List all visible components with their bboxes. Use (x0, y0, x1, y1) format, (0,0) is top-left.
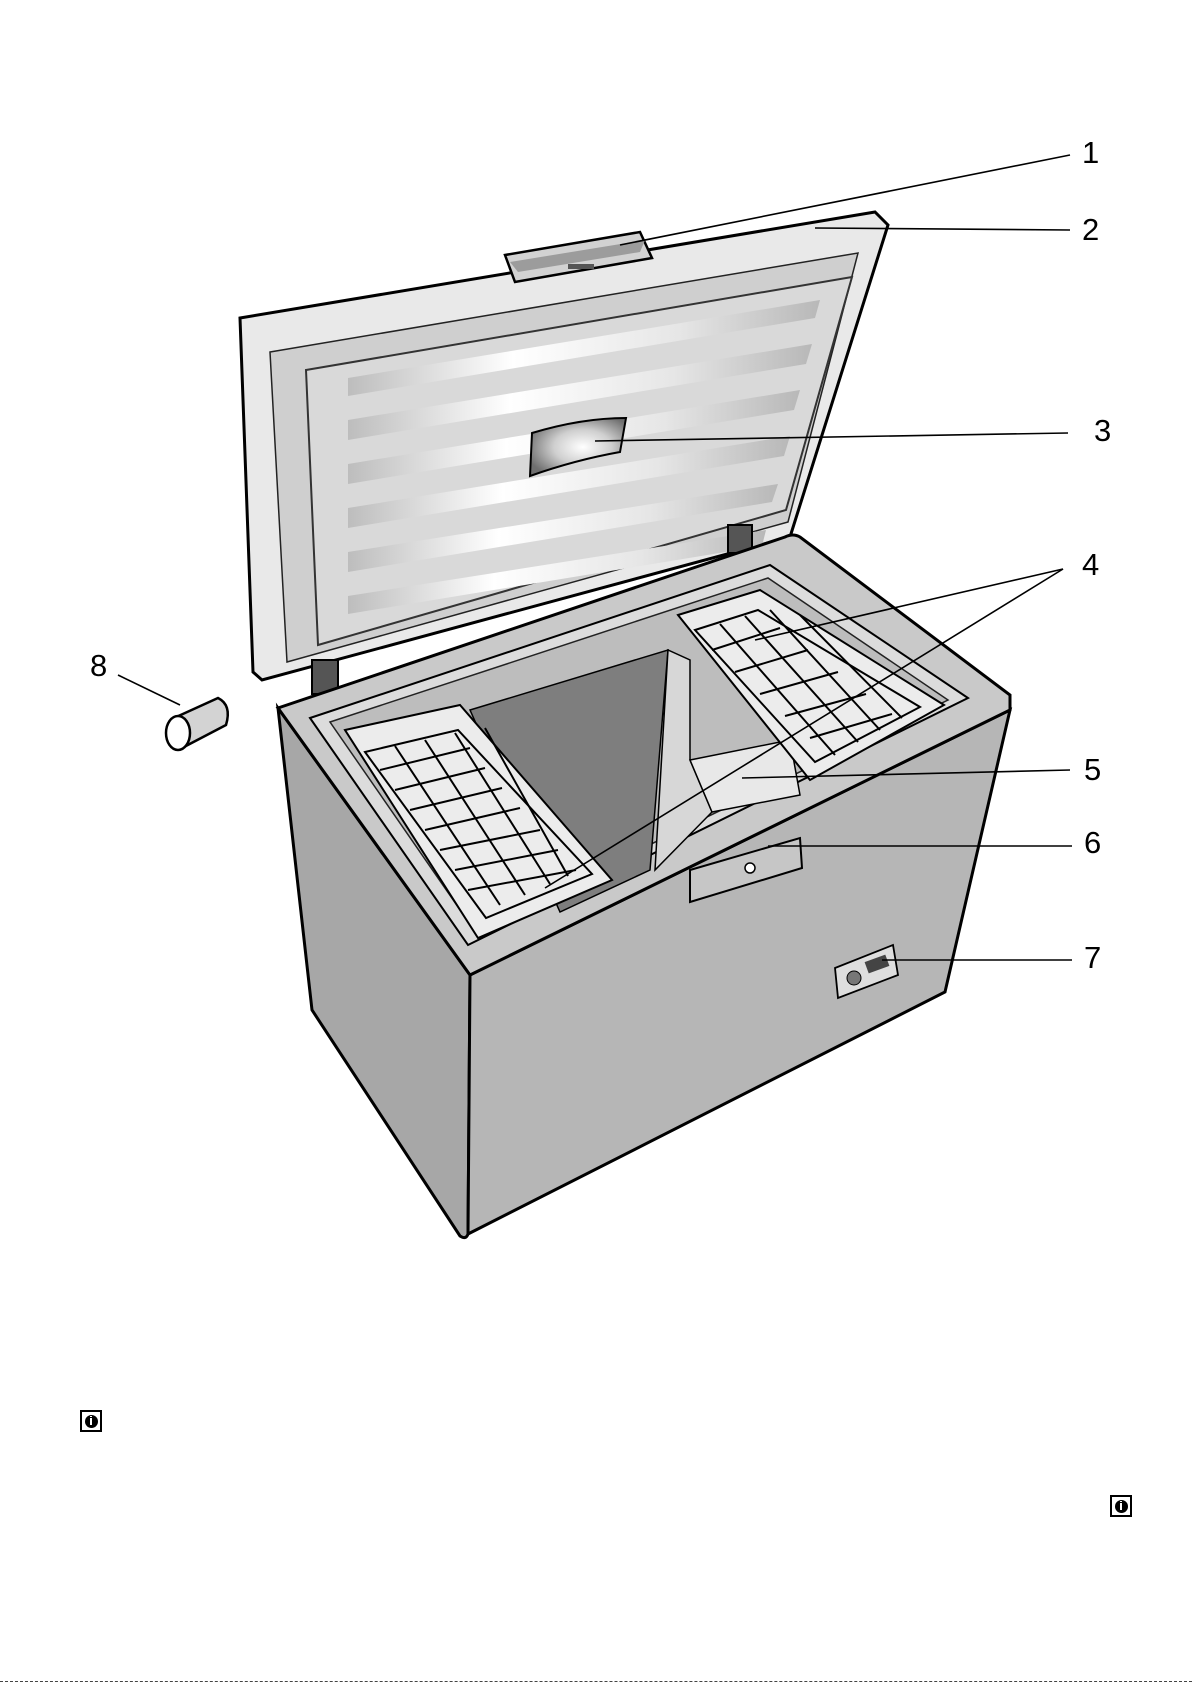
callout-1: 1 (1082, 135, 1099, 170)
callout-4: 4 (1082, 547, 1099, 582)
callout-2: 2 (1082, 212, 1099, 247)
callout-7: 7 (1084, 940, 1101, 975)
callout-8: 8 (90, 648, 107, 683)
page-bottom-rule (0, 1681, 1192, 1682)
callout-6: 6 (1084, 825, 1101, 860)
callout-3: 3 (1094, 413, 1111, 448)
info-icon (1110, 1495, 1132, 1517)
accessory-cylinder (166, 698, 228, 750)
callout-5: 5 (1084, 752, 1101, 787)
info-icon (80, 1410, 102, 1432)
